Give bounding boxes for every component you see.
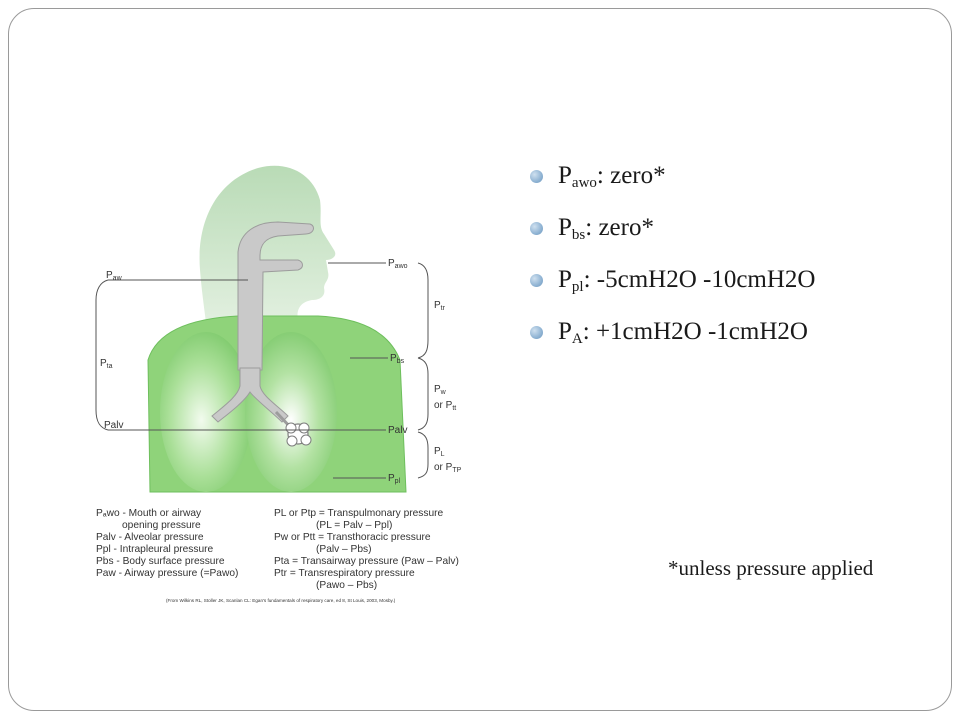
legend-left-line: Palv - Alveolar pressure: [96, 532, 204, 543]
bullet-text: : zero*: [596, 162, 666, 189]
bullet-dot-icon: [530, 222, 543, 235]
label-palv-right: Palv: [388, 425, 407, 436]
label-ptt: or Ptt: [434, 400, 456, 412]
legend-left-line: opening pressure: [122, 520, 201, 531]
label-paw: Paw: [106, 270, 123, 282]
right-lung: [245, 332, 337, 492]
label-pbs: Pbs: [390, 353, 405, 365]
label-ppl: Ppl: [388, 473, 401, 485]
label-pl: PL: [434, 446, 445, 458]
bullet-pbs: Pbs: zero*: [528, 210, 815, 262]
legend-left-line: Pbs - Body surface pressure: [96, 556, 225, 567]
legend-right-line: (Pawo – Pbs): [316, 580, 377, 591]
bullet-ppl: Ppl: -5cmH2O -10cmH2O: [528, 262, 815, 314]
label-palv-left: Palv: [104, 420, 123, 431]
pressure-lines: [95, 262, 429, 479]
label-pawo: Pawo: [388, 258, 408, 270]
bullet-dot-icon: [530, 170, 543, 183]
bullet-symbol: P: [558, 266, 572, 293]
legend-right-line: PL or Ptp = Transpulmonary pressure: [274, 508, 444, 519]
legend-left-line: Ppl - Intrapleural pressure: [96, 544, 214, 555]
head-silhouette: [199, 165, 336, 340]
bullet-subscript: bs: [571, 227, 586, 243]
bullet-symbol: P: [558, 318, 572, 345]
left-lung: [160, 332, 252, 492]
label-pta: Pta: [100, 358, 113, 370]
trachea: [211, 367, 289, 423]
legend-right-line: Pw or Ptt = Transthoracic pressure: [274, 532, 431, 543]
bullet-dot-icon: [530, 326, 543, 339]
footnote: *unless pressure applied: [668, 556, 874, 580]
legend-right-line: Ptr = Transrespiratory pressure: [274, 568, 415, 579]
legend-right: PL or Ptp = Transpulmonary pressure (PL …: [274, 508, 459, 591]
bullet-subscript: awo: [571, 175, 597, 191]
bullet-symbol: P: [558, 214, 572, 241]
label-ptr: Ptr: [434, 300, 446, 312]
legend-right-line: (PL = Palv – Ppl): [316, 520, 392, 531]
bullet-subscript: A: [571, 331, 583, 347]
bullet-dot-icon: [530, 274, 543, 287]
pressure-bullet-list: Pawo: zero* Pbs: zero* Ppl: -5cmH2O -10c…: [528, 158, 815, 366]
legend-left-line: Paw - Airway pressure (=Pawo): [96, 568, 238, 579]
legend-left: Pₐwo - Mouth or airway opening pressure …: [96, 508, 238, 579]
upper-airway: [237, 221, 314, 371]
legend-right-line: (Palv – Pbs): [316, 544, 371, 555]
label-pw: Pw: [434, 384, 447, 396]
bullet-subscript: pl: [571, 279, 584, 295]
bullet-text: : -5cmH2O -10cmH2O: [583, 266, 816, 293]
label-ptp: or PTP: [434, 462, 462, 474]
bullet-pawo: Pawo: zero*: [528, 158, 815, 210]
legend-left-line: Pₐwo - Mouth or airway: [96, 508, 202, 519]
bullet-pa: PA: +1cmH2O -1cmH2O: [528, 314, 815, 366]
diagram-svg: Paw Pta Palv Pawo Pbs Palv Ppl Ptr Pw or…: [95, 165, 462, 603]
bullet-symbol: P: [558, 162, 572, 189]
bullet-text: : +1cmH2O -1cmH2O: [582, 318, 808, 345]
bullet-text: : zero*: [585, 214, 654, 241]
alveolus-icon: [274, 410, 312, 447]
figure-citation: (From Wilkins RL, Stoller JK, Scanlan CL…: [166, 598, 396, 603]
legend-right-line: Pta = Transairway pressure (Paw – Palv): [274, 556, 459, 567]
pressure-diagram: Paw Pta Palv Pawo Pbs Palv Ppl Ptr Pw or…: [88, 160, 488, 620]
slide-frame: [8, 8, 952, 711]
